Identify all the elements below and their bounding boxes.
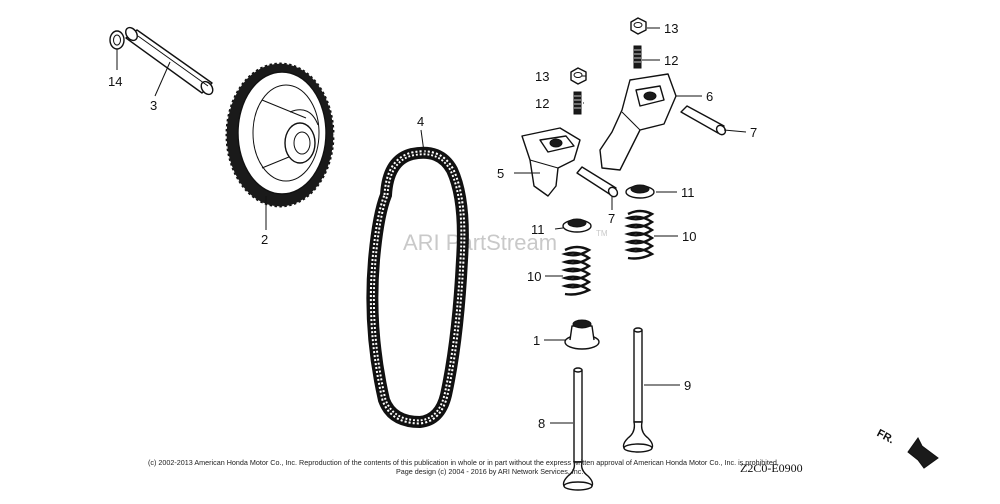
callout-1[interactable]: 1 [533, 333, 540, 348]
callout-10-left[interactable]: 10 [527, 269, 541, 284]
callout-9[interactable]: 9 [684, 378, 691, 393]
part-9-exhaust-valve[interactable] [622, 327, 654, 453]
watermark-text: ARI PartStream [403, 230, 557, 255]
part-1-valve-stem-seal[interactable] [564, 319, 600, 350]
part-8-intake-valve[interactable] [562, 367, 594, 491]
callout-3[interactable]: 3 [150, 98, 157, 113]
copyright-line-1: (c) 2002-2013 American Honda Motor Co., … [148, 458, 779, 467]
callout-11-left[interactable]: 11 [531, 222, 545, 237]
part-11-spring-retainer-left[interactable] [562, 218, 592, 233]
part-3-cam-pin[interactable] [123, 25, 215, 96]
callout-7-left[interactable]: 7 [608, 211, 615, 226]
part-2-cam-pulley[interactable] [225, 62, 335, 208]
callout-12-upper[interactable]: 12 [664, 53, 678, 68]
callout-10-right[interactable]: 10 [682, 229, 696, 244]
callout-4[interactable]: 4 [417, 114, 424, 129]
callout-13-lower[interactable]: 13 [535, 69, 549, 84]
callout-labels: 14 3 2 4 5 6 7 7 11 10 11 10 1 9 8 13 12… [108, 21, 757, 431]
callout-8[interactable]: 8 [538, 416, 545, 431]
copyright-line-2: Page design (c) 2004 - 2016 by ARI Netwo… [396, 467, 583, 476]
callout-5[interactable]: 5 [497, 166, 504, 181]
part-7-rocker-pin-right[interactable] [680, 105, 727, 136]
part-5-rocker-arm[interactable] [521, 127, 581, 197]
leader-lines [116, 27, 747, 424]
drawing-code: Z2C0-E0900 [740, 461, 803, 475]
part-10-valve-spring-right[interactable] [624, 209, 655, 260]
part-4-timing-belt[interactable] [366, 146, 469, 429]
front-direction-label: FR. [875, 427, 896, 446]
callout-7-right[interactable]: 7 [750, 125, 757, 140]
callout-2[interactable]: 2 [261, 232, 268, 247]
part-10-valve-spring-left[interactable] [561, 245, 592, 296]
part-14-o-ring[interactable] [109, 30, 125, 50]
part-7-rocker-pin-left[interactable] [576, 166, 619, 198]
callout-14[interactable]: 14 [108, 74, 122, 89]
callout-6[interactable]: 6 [706, 89, 713, 104]
callout-11-right[interactable]: 11 [681, 185, 695, 200]
part-12-stud-upper[interactable] [633, 45, 642, 69]
front-direction-arrow: FR. [875, 427, 939, 469]
part-12-stud-lower[interactable] [573, 91, 582, 115]
part-11-spring-retainer-right[interactable] [625, 184, 655, 199]
part-6-rocker-arm[interactable] [599, 73, 677, 171]
watermark-trademark: TM [596, 229, 608, 238]
callout-13-upper[interactable]: 13 [664, 21, 678, 36]
part-13-nut-upper[interactable] [630, 17, 647, 35]
part-13-nut-lower[interactable] [570, 67, 587, 85]
callout-12-lower[interactable]: 12 [535, 96, 549, 111]
